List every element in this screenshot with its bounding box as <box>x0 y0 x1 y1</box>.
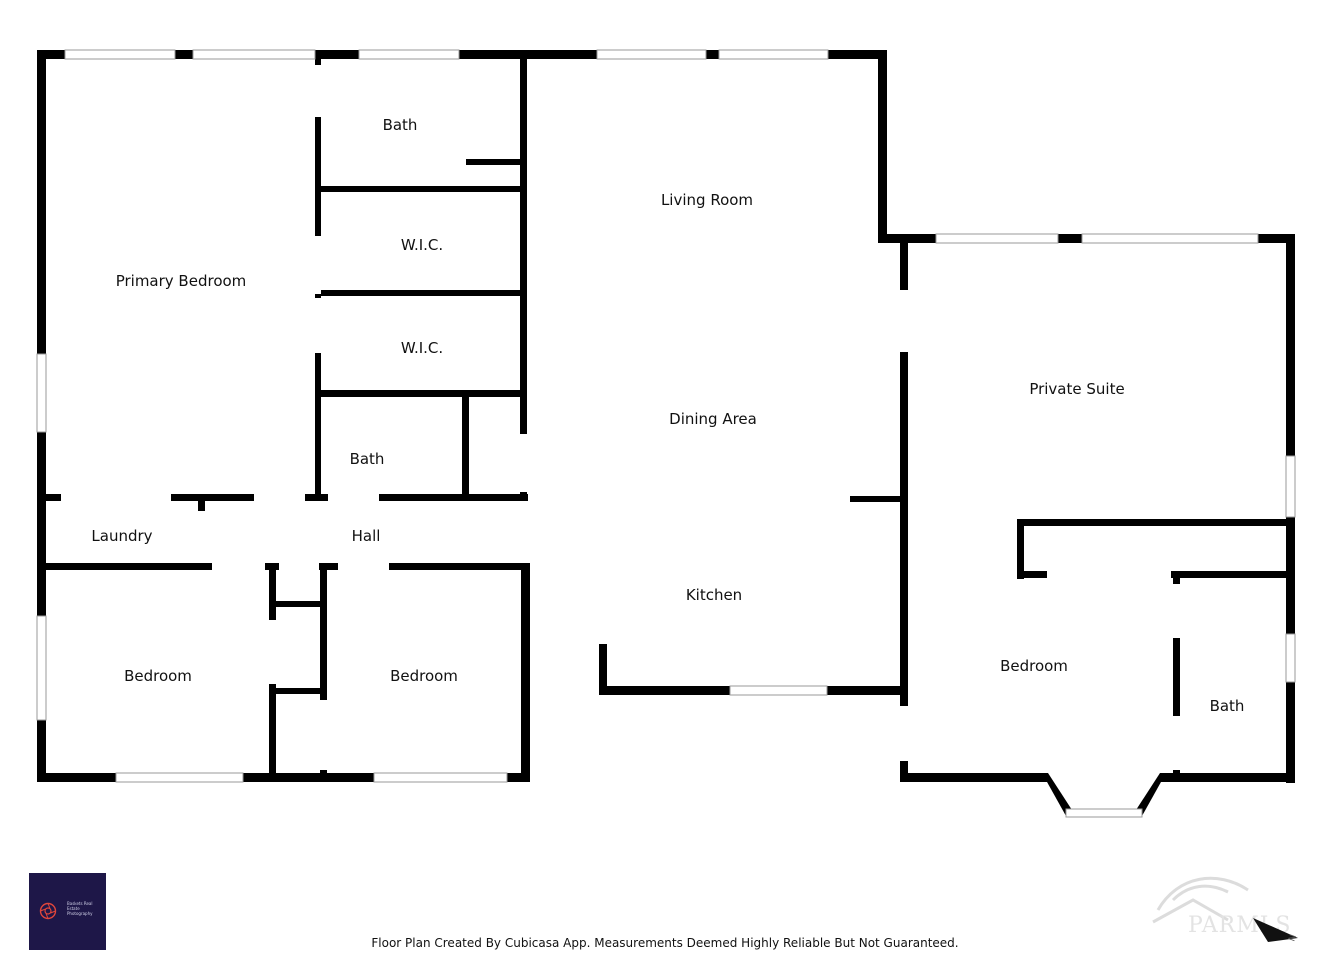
north-arrow-icon: N <box>1253 918 1299 943</box>
camera-aperture-icon <box>39 902 57 920</box>
label-kitchen: Kitchen <box>686 586 742 604</box>
compass-label: N <box>1287 933 1299 943</box>
mls-watermark: PARMLS N <box>1152 876 1299 943</box>
floor-plan-caption: Floor Plan Created By Cubicasa App. Meas… <box>371 936 959 950</box>
room-labels: Primary Bedroom Bath W.I.C. W.I.C. Bath … <box>91 116 1244 715</box>
label-bath-right: Bath <box>1210 697 1245 715</box>
label-hall: Hall <box>352 527 381 545</box>
label-living-room: Living Room <box>661 191 753 209</box>
label-primary-bedroom: Primary Bedroom <box>116 272 247 290</box>
label-wic-1: W.I.C. <box>401 236 443 254</box>
label-bath-top: Bath <box>383 116 418 134</box>
door-openings <box>61 65 1180 770</box>
logo-text: Baskets Real Estate Photography <box>67 901 93 916</box>
label-dining-area: Dining Area <box>669 410 757 428</box>
label-private-suite: Private Suite <box>1029 380 1124 398</box>
windows <box>36 49 1296 818</box>
label-bath-mid: Bath <box>350 450 385 468</box>
label-laundry: Laundry <box>91 527 152 545</box>
label-bedroom-right: Bedroom <box>1000 657 1068 675</box>
label-wic-2: W.I.C. <box>401 339 443 357</box>
label-bedroom-mid: Bedroom <box>390 667 458 685</box>
walls <box>37 50 1295 817</box>
palm-tree-house-icon <box>1152 876 1249 924</box>
company-logo: Baskets Real Estate Photography <box>29 873 106 950</box>
label-bedroom-left: Bedroom <box>124 667 192 685</box>
